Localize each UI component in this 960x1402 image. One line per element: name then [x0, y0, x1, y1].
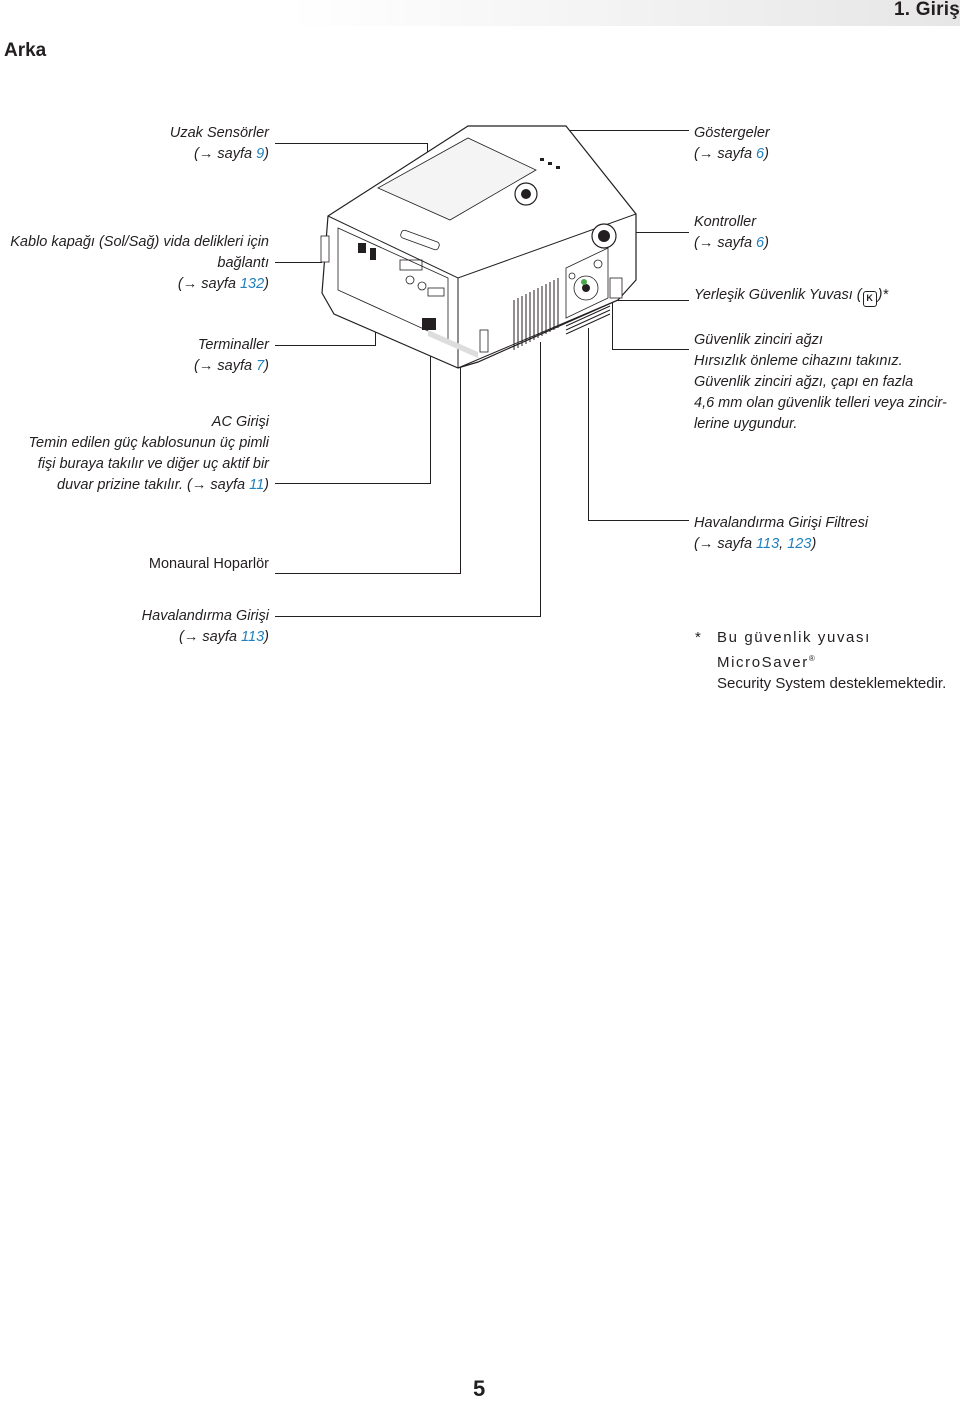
footnote-marker: *: [695, 629, 701, 646]
ref-suffix: ): [264, 358, 269, 374]
footnote-text: Bu güvenlik yuvası MicroSaver: [717, 629, 871, 671]
label-text: Havalandırma Girişi: [141, 608, 269, 624]
label-indicators: Göstergeler (→ sayfa 6): [694, 123, 770, 165]
leader-line: [612, 349, 689, 350]
page-link[interactable]: 113: [756, 536, 780, 552]
label-intake-vent: Havalandırma Girişi (→ sayfa 113): [142, 606, 269, 648]
chapter-title: 1. Giriş: [893, 0, 960, 20]
label-text: Güvenlik zinciri ağzı, çapı en fazla: [694, 374, 914, 390]
page-link[interactable]: 11: [249, 477, 265, 493]
page-link[interactable]: 123: [787, 536, 812, 552]
label-text: AC Girişi: [211, 414, 269, 430]
page-link[interactable]: 7: [256, 358, 265, 374]
leader-line: [589, 232, 689, 233]
label-page-ref: (→ sayfa 7): [194, 356, 269, 377]
label-text: Kablo kapağı (Sol/Sağ) vida delikleri iç…: [10, 234, 269, 250]
label-text: Güvenlik zinciri ağzı: [694, 332, 823, 348]
leader-line: [275, 483, 430, 484]
label-text: )*: [877, 287, 889, 303]
ref-prefix: (→ sayfa: [694, 536, 757, 552]
label-cable-cover: Kablo kapağı (Sol/Sağ) vida delikleri iç…: [10, 232, 269, 295]
label-page-ref: (→ sayfa 113): [142, 627, 269, 648]
footnote-line-2: Security System desteklemektedir.: [717, 675, 947, 692]
label-page-ref: (→ sayfa 113, 123): [694, 534, 868, 555]
label-page-ref: (→ sayfa 9): [170, 144, 269, 165]
chapter-header-bar: 1. Giriş: [0, 0, 960, 26]
leader-line: [553, 130, 689, 131]
leader-line: [612, 300, 689, 301]
footnote: * Bu güvenlik yuvası MicroSaver® Securit…: [695, 627, 960, 694]
page-link[interactable]: 6: [756, 146, 765, 162]
registered-mark: ®: [808, 654, 817, 663]
leader-line: [588, 328, 589, 521]
page-link[interactable]: 132: [239, 276, 265, 292]
leader-line: [275, 143, 427, 144]
kensington-lock-icon: K: [862, 291, 877, 307]
label-intake-filter: Havalandırma Girişi Filtresi (→ sayfa 11…: [694, 513, 868, 555]
page-number: 5: [473, 1376, 486, 1401]
label-text: lerine uygundur.: [694, 416, 798, 432]
label-text: bağlantı: [217, 255, 269, 271]
label-page-ref: (→ sayfa 6): [694, 144, 770, 165]
ref-suffix: ): [264, 629, 269, 645]
section-title: Arka: [4, 40, 47, 61]
footnote-line-1: Bu güvenlik yuvası MicroSaver®: [717, 627, 960, 673]
ref-prefix: (→ sayfa: [194, 358, 257, 374]
ref-suffix: ): [811, 536, 817, 552]
leader-line: [612, 300, 613, 350]
leader-line: [430, 335, 431, 484]
label-text: Göstergeler: [694, 125, 770, 141]
ref-suffix: ): [264, 477, 269, 493]
label-security-chain: Güvenlik zinciri ağzı Hırsızlık önleme c…: [694, 330, 947, 435]
label-text: Hırsızlık önleme cihazını takınız.: [694, 353, 903, 369]
label-page-ref: duvar prizine takılır. (→ sayfa 11): [29, 475, 269, 496]
page-link[interactable]: 9: [256, 146, 265, 162]
leader-line: [275, 262, 322, 263]
label-page-ref: (→ sayfa 132): [10, 274, 269, 295]
label-text: Terminaller: [197, 337, 269, 353]
label-security-slot: Yerleşik Güvenlik Yuvası (K)*: [694, 285, 888, 307]
leader-line: [275, 616, 540, 617]
projector-rear-illustration: [320, 125, 637, 369]
ref-prefix: duvar prizine takılır. (→ sayfa: [57, 477, 250, 493]
leader-line: [460, 352, 461, 574]
label-page-ref: (→ sayfa 6): [694, 233, 769, 254]
ref-prefix: (→ sayfa: [694, 235, 757, 251]
ref-prefix: (→ sayfa: [177, 276, 240, 292]
label-text: Yerleşik Güvenlik Yuvası (: [694, 287, 862, 303]
page-link[interactable]: 6: [756, 235, 765, 251]
label-text: Monaural Hoparlör: [148, 556, 269, 572]
leader-line: [540, 342, 541, 617]
ref-suffix: ): [264, 146, 269, 162]
label-text: fişi buraya takılır ve diğer uç aktif bi…: [37, 456, 269, 472]
leader-line: [588, 520, 689, 521]
ref-prefix: (→ sayfa: [694, 146, 757, 162]
ref-prefix: (→ sayfa: [178, 629, 242, 645]
leader-line: [275, 573, 460, 574]
label-controls: Kontroller (→ sayfa 6): [694, 212, 769, 254]
label-terminals: Terminaller (→ sayfa 7): [194, 335, 269, 377]
ref-separator: ,: [779, 536, 788, 552]
label-speaker: Monaural Hoparlör: [149, 554, 269, 575]
label-remote-sensors: Uzak Sensörler (→ sayfa 9): [170, 123, 269, 165]
page-link[interactable]: 113: [241, 629, 265, 645]
label-text: Havalandırma Girişi Filtresi: [694, 515, 869, 531]
ref-prefix: (→ sayfa: [194, 146, 257, 162]
label-text: Kontroller: [694, 214, 757, 230]
leader-line: [275, 345, 375, 346]
label-text: 4,6 mm olan güvenlik telleri veya zincir…: [694, 395, 947, 411]
ref-suffix: ): [764, 146, 769, 162]
label-text: Temin edilen güç kablosunun üç pimli: [28, 435, 269, 451]
ref-suffix: ): [764, 235, 769, 251]
ref-suffix: ): [264, 276, 269, 292]
label-text: Uzak Sensörler: [169, 125, 269, 141]
label-ac-input: AC Girişi Temin edilen güç kablosunun üç…: [29, 412, 269, 496]
